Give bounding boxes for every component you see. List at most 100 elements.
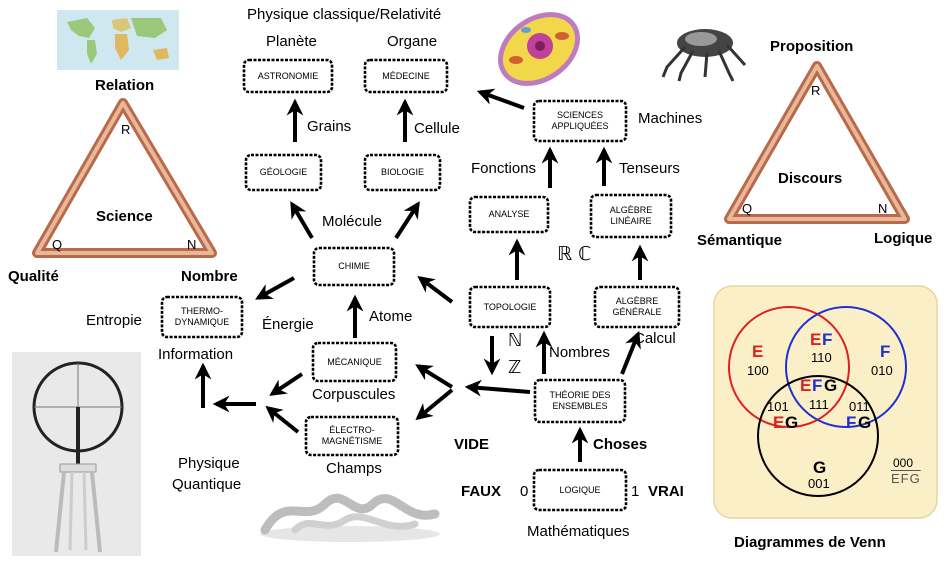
- venn-e-code: 100: [747, 363, 769, 378]
- arrow-chimie-right: [417, 275, 454, 304]
- node-ensembles: THÉORIE DES ENSEMBLES: [549, 390, 611, 411]
- medecine-box: [363, 58, 449, 94]
- left-triangle-vertex-r: R: [121, 122, 131, 137]
- venn-none-label: EFG: [891, 471, 921, 486]
- left-triangle-right: Nombre: [181, 268, 238, 285]
- robot-spider-image: [645, 15, 753, 85]
- arrow-chimie-thermo: [255, 276, 295, 300]
- label-fonctions: Fonctions: [471, 160, 537, 177]
- node-geologie: GÉOLOGIE: [259, 167, 308, 177]
- label-cellule: Cellule: [414, 120, 460, 137]
- label-entropie: Entropie: [86, 312, 142, 329]
- node-sciences: SCIENCES APPLIQUÉES: [551, 110, 609, 131]
- label-energie: Énergie: [262, 316, 314, 333]
- sciences-box: [532, 99, 628, 143]
- arrow-electro-left: [265, 405, 300, 434]
- mecanique-box: [311, 341, 398, 383]
- venn-ef-code: 110: [811, 350, 832, 365]
- node-logique: LOGIQUE: [559, 484, 601, 495]
- label-information: Information: [158, 346, 234, 363]
- arrow-mecanique-left: [269, 372, 304, 396]
- ensembles-box: [533, 378, 627, 424]
- logique-box: [532, 468, 628, 512]
- arrow-chimie-biologie: [394, 201, 420, 240]
- venn-fg-f: F: [846, 413, 857, 432]
- left-triangle-vertex-n: N: [187, 237, 197, 252]
- venn-caption: Diagrammes de Venn: [734, 534, 886, 551]
- left-triangle-left: Qualité: [8, 268, 59, 285]
- venn-g-code: 001: [808, 476, 830, 491]
- venn-fg-g: G: [858, 413, 872, 432]
- node-mecanique: MÉCANIQUE: [327, 356, 382, 367]
- arrow-ensembles-alggen: [620, 330, 641, 375]
- venn-e-label: E: [752, 342, 764, 361]
- venn-circle-e: [728, 306, 850, 428]
- topologie-box: [468, 285, 552, 329]
- label-calcul: Calcul: [634, 330, 676, 347]
- label-quantique: Quantique: [172, 476, 242, 493]
- label-molecule: Molécule: [322, 213, 383, 230]
- venn-fg-code: 011: [849, 399, 870, 414]
- left-triangle-top: Relation: [95, 77, 155, 94]
- node-astronomie: ASTRONOMIE: [257, 70, 319, 81]
- node-medecine: MÉDECINE: [382, 70, 430, 81]
- venn-eg-g: G: [785, 413, 799, 432]
- right-triangle-vertex-r: R: [811, 83, 821, 98]
- right-triangle: [724, 61, 910, 224]
- astronomie-box: [242, 58, 334, 94]
- label-reals-complex: ℝ ℂ: [557, 243, 592, 265]
- analyse-box: [468, 195, 550, 234]
- right-triangle-vertex-q: Q: [742, 201, 753, 216]
- label-faux: FAUX: [461, 483, 502, 500]
- venn-circle-g: [757, 375, 879, 497]
- label-tenseurs: Tenseurs: [619, 160, 680, 177]
- venn-f-label: F: [880, 342, 891, 361]
- label-un: 1: [631, 483, 640, 500]
- node-biologie: BIOLOGIE: [380, 167, 424, 177]
- right-triangle-center: Discours: [778, 170, 843, 187]
- chimie-box: [312, 246, 396, 287]
- label-integers: ℤ: [508, 357, 522, 378]
- label-choses: Choses: [593, 436, 648, 453]
- right-triangle-right: Logique: [874, 230, 933, 247]
- venn-eg-code: 101: [767, 399, 789, 414]
- label-corpuscules: Corpuscules: [312, 386, 396, 403]
- biologie-box: [363, 153, 442, 192]
- label-vide: VIDE: [454, 436, 490, 453]
- venn-efg-e: E: [800, 376, 812, 395]
- top-title: Physique classique/Relativité: [247, 6, 442, 23]
- left-triangle: [32, 98, 217, 258]
- venn-panel: [713, 285, 938, 519]
- left-triangle-center: Science: [96, 208, 153, 225]
- venn-efg-f: F: [812, 376, 823, 395]
- right-triangle-left: Sémantique: [697, 232, 783, 249]
- electro-box: [304, 415, 400, 457]
- node-chimie: CHIMIE: [338, 261, 370, 271]
- node-electro: ÉLECTRO- MAGNÉTISME: [321, 425, 383, 446]
- algebre-lin-box: [589, 193, 673, 239]
- label-organe: Organe: [387, 33, 438, 50]
- right-triangle-top: Proposition: [770, 38, 854, 55]
- arrow-sciences-cell: [476, 88, 525, 110]
- arrow-chimie-geologie: [290, 201, 314, 240]
- arrow-ensembles-vide: [464, 379, 531, 397]
- label-mathematiques: Mathématiques: [527, 523, 630, 540]
- arrow-vide-mecanique: [415, 364, 454, 389]
- label-grains: Grains: [307, 118, 352, 135]
- molecular-sculpture-image: [255, 484, 445, 544]
- label-zero: 0: [520, 483, 529, 500]
- label-champs: Champs: [326, 460, 382, 477]
- venn-efg-g: G: [824, 376, 838, 395]
- left-triangle-vertex-q: Q: [52, 237, 63, 252]
- venn-f-code: 010: [871, 363, 893, 378]
- label-machines: Machines: [638, 110, 703, 127]
- bicycle-wheel-image: [12, 352, 141, 556]
- venn-ef-e: E: [810, 330, 822, 349]
- world-map-image: [57, 10, 179, 70]
- thermo-box: [160, 295, 244, 339]
- algebre-gen-box: [593, 285, 681, 329]
- label-atome: Atome: [369, 308, 413, 325]
- venn-ef-f: F: [822, 330, 833, 349]
- node-algebre-gen: ALGÈBRE GÉNÉRALE: [612, 296, 662, 317]
